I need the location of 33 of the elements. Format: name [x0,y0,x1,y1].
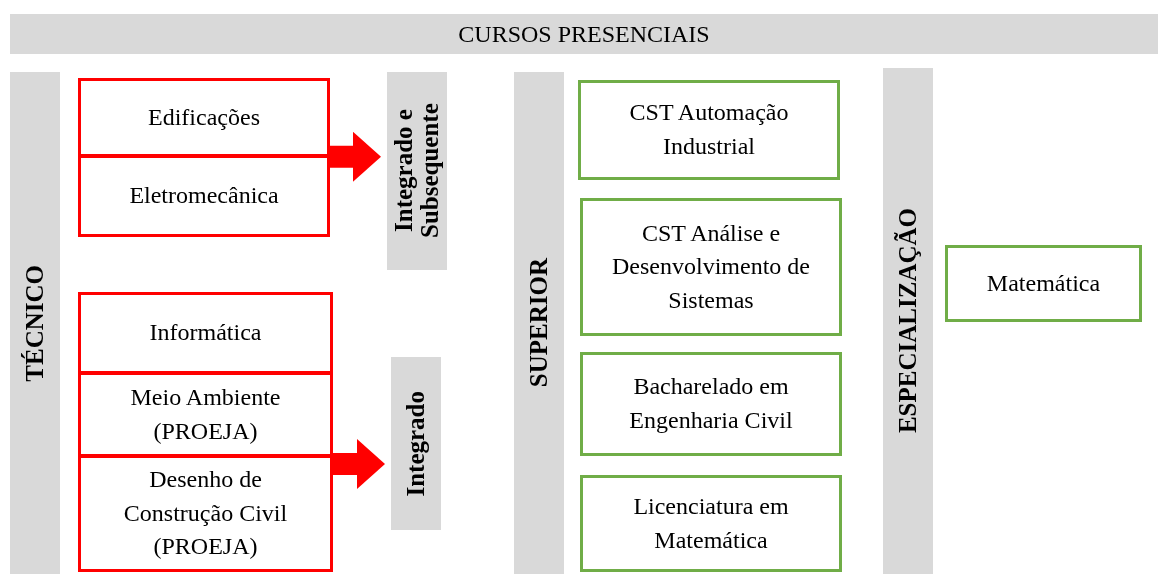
course-box [580,352,842,456]
course-box [78,455,333,572]
category-label: TÉCNICO [21,264,49,382]
category-band [10,72,60,574]
course-box [580,198,842,336]
course-name: Eletromecânica [129,181,279,211]
course-name: Bacharelado em Engenharia Civil [628,372,794,435]
course-box [578,80,840,180]
category-band [391,357,441,530]
course-name: Informática [149,318,262,348]
block-arrow [330,131,381,182]
course-name: Edificações [148,102,260,132]
course-box [78,155,330,237]
course-name: CST Automação Industrial [628,98,790,161]
course-box [945,245,1142,322]
course-name: Matemática [986,268,1101,298]
category-label: Integrado [402,390,430,497]
course-box [580,475,842,572]
course-box [78,78,330,157]
course-box [78,372,333,457]
category-band [883,68,933,574]
block-arrow [333,439,385,489]
course-name: CST Análise e Desenvolvimento de Sistemas [611,218,811,315]
title-banner: CURSOS PRESENCIAIS [10,14,1158,54]
course-name: Licenciatura em Matemática [632,491,790,555]
course-box [78,292,333,374]
category-label: Integrado e Subsequente [390,102,444,241]
category-label: ESPECIALIZAÇÃO [894,208,922,434]
course-name: Desenho de Construção Civil (PROEJA) [122,465,289,562]
category-band [514,72,564,574]
course-name: Meio Ambiente (PROEJA) [129,382,282,446]
category-label: SUPERIOR [525,258,553,388]
category-band [387,72,447,270]
